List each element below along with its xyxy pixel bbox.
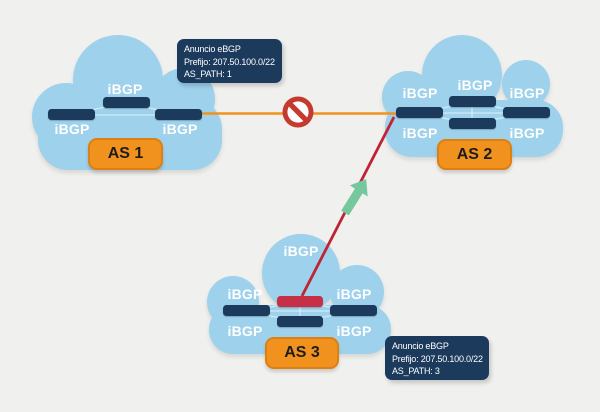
as3-router-left xyxy=(223,305,270,316)
as1-announcement-box: Anuncio eBGP Prefijo: 207.50.100.0/22 AS… xyxy=(177,39,282,83)
announcement-title: Anuncio eBGP xyxy=(184,44,241,54)
as1-router-top xyxy=(103,97,150,108)
as2-router-right xyxy=(503,107,550,118)
prohibited-icon xyxy=(282,96,314,128)
ibgp-label: iBGP xyxy=(402,125,438,141)
announcement-as-path: AS_PATH: 1 xyxy=(184,69,232,79)
as1-router-right xyxy=(155,109,202,120)
ibgp-label: iBGP xyxy=(227,323,263,339)
ibgp-label: iBGP xyxy=(457,77,493,93)
ibgp-label: iBGP xyxy=(509,125,545,141)
ibgp-label: iBGP xyxy=(283,243,319,259)
as2-router-bottom xyxy=(449,118,496,129)
ibgp-label: iBGP xyxy=(107,81,143,97)
ibgp-label: iBGP xyxy=(227,286,263,302)
as2-router-top xyxy=(449,96,496,107)
ibgp-label: iBGP xyxy=(162,121,198,137)
as3-announcement-box: Anuncio eBGP Prefijo: 207.50.100.0/22 AS… xyxy=(385,336,489,380)
as3-router-right xyxy=(330,305,377,316)
announcement-title: Anuncio eBGP xyxy=(392,341,449,351)
ibgp-label: iBGP xyxy=(54,121,90,137)
as1-router-left xyxy=(48,109,95,120)
as1-badge: AS 1 xyxy=(88,138,163,170)
announcement-as-path: AS_PATH: 3 xyxy=(392,366,440,376)
green-up-arrow-icon xyxy=(341,179,368,216)
ibgp-label: iBGP xyxy=(509,85,545,101)
ibgp-label: iBGP xyxy=(336,323,372,339)
ibgp-label: iBGP xyxy=(336,286,372,302)
as2-router-left xyxy=(396,107,443,118)
ibgp-label: iBGP xyxy=(402,85,438,101)
as3-router-announcing xyxy=(277,296,323,307)
as2-badge: AS 2 xyxy=(437,139,512,170)
announcement-prefix: Prefijo: 207.50.100.0/22 xyxy=(392,353,483,364)
as3-badge: AS 3 xyxy=(265,337,339,369)
announcement-prefix: Prefijo: 207.50.100.0/22 xyxy=(184,56,275,67)
as3-router-bottom xyxy=(277,316,323,327)
